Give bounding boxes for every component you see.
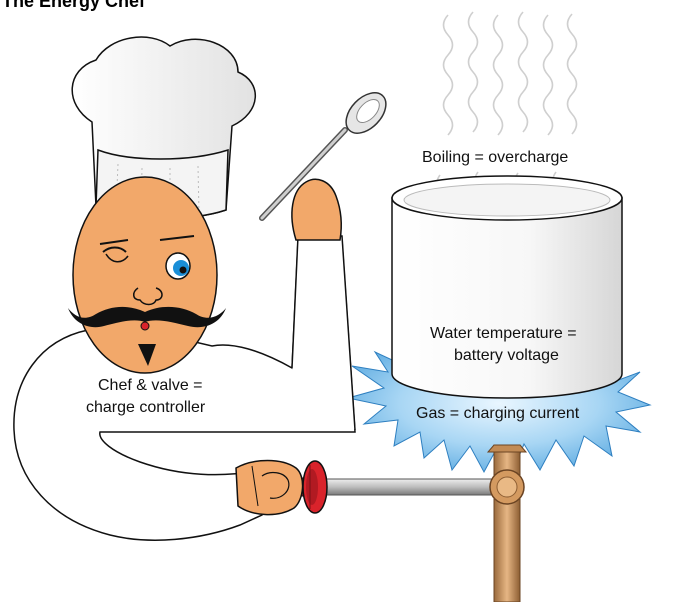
diagram-title: The Energy Chef: [2, 0, 145, 12]
label-boiling: Boiling = overcharge: [422, 149, 568, 166]
valve-pipe: [318, 479, 498, 495]
pipe-junction: [490, 470, 524, 504]
valve-hand: [236, 461, 303, 515]
chef-head: [73, 177, 217, 373]
pot: [392, 176, 622, 398]
mouth: [141, 322, 149, 330]
label-gas: Gas = charging current: [416, 405, 580, 422]
label-chef-2: charge controller: [86, 399, 206, 416]
gas-pipe-vertical: [494, 445, 520, 602]
label-chef-1: Chef & valve =: [98, 377, 203, 394]
raised-hand: [292, 179, 341, 240]
label-water-2: battery voltage: [454, 347, 559, 364]
label-water-1: Water temperature =: [430, 325, 577, 342]
